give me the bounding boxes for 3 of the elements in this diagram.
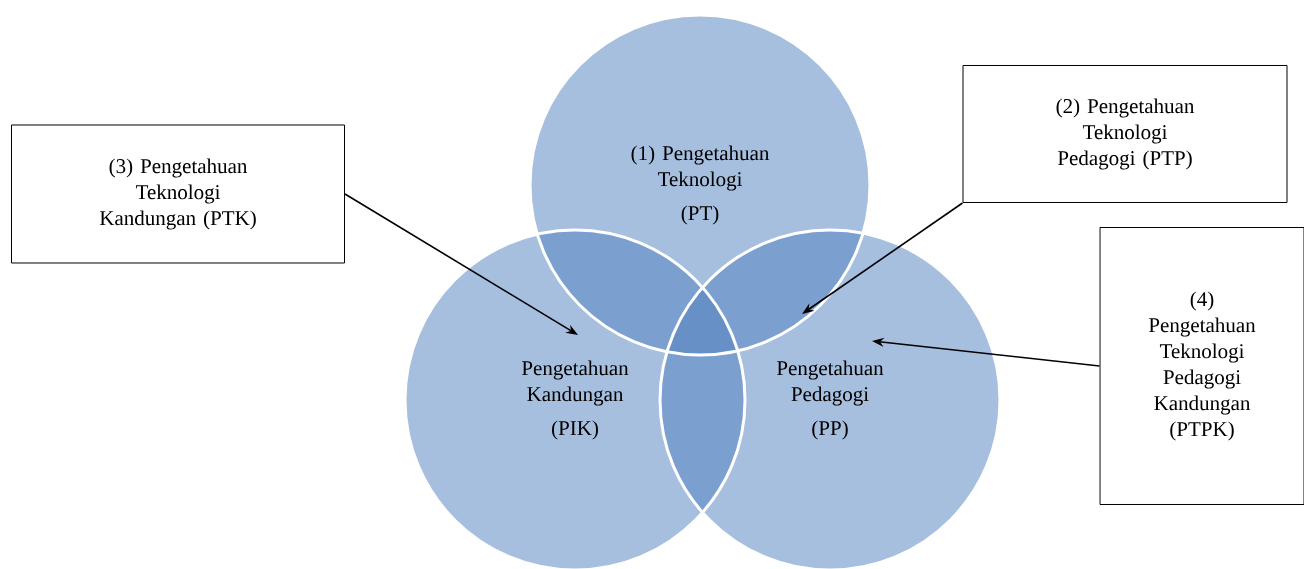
text-box: (3) Pengetahuan Teknologi Kandungan (PTK): [11, 124, 345, 264]
text-box: (4) Pengetahuan Teknologi Pedagogi Kandungan (PTPK): [1099, 227, 1304, 505]
text-box: (2) Pengetahuan Teknologi Pedagogi (PTP): [962, 65, 1288, 203]
